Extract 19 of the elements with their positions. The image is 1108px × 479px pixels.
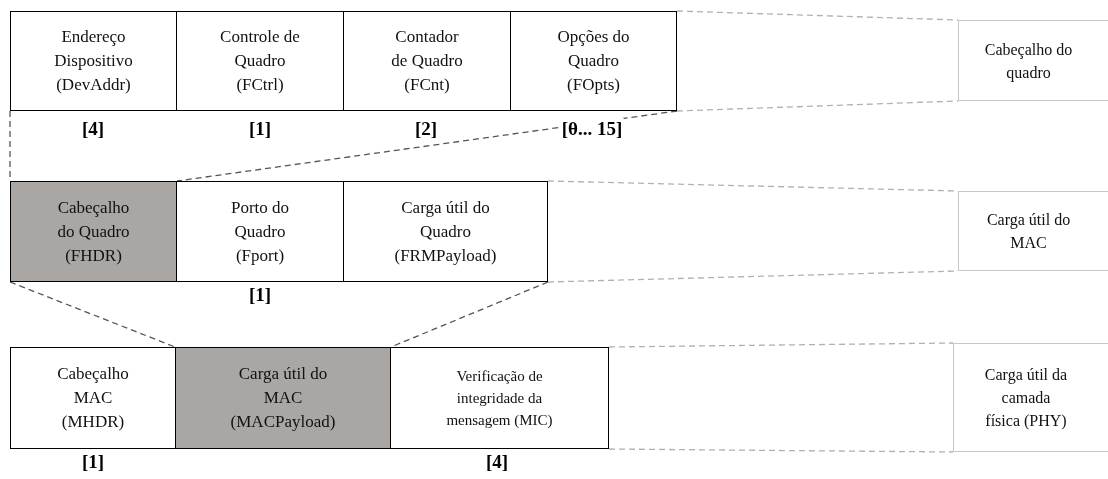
frame-field-cell: Opções do Quadro (FOpts)	[510, 11, 677, 111]
frame-field-cell: Controle de Quadro (FCtrl)	[176, 11, 344, 111]
dashed-line	[676, 100, 959, 112]
frame-field-cell: Contador de Quadro (FCnt)	[343, 11, 511, 111]
layer-label-box: Carga útil da camada física (PHY)	[953, 343, 1108, 452]
dashed-line	[676, 10, 959, 21]
layer-label-box: Cabeçalho do quadro	[958, 20, 1108, 101]
frame-field-cell: Carga útil do Quadro (FRMPayload)	[343, 181, 548, 282]
frame-field-cell: Endereço Dispositivo (DevAddr)	[10, 11, 177, 111]
frame-field-cell: Cabeçalho MAC (MHDR)	[10, 347, 176, 449]
frame-field-cell: Porto do Quadro (Fport)	[176, 181, 344, 282]
dashed-line	[608, 342, 954, 348]
byte-size-label: [θ... 15]	[560, 118, 624, 140]
dashed-line	[608, 448, 954, 453]
layer-label-box: Carga útil do MAC	[958, 191, 1108, 271]
frame-field-cell: Verificação de integridade da mensagem (MIC)	[390, 347, 609, 449]
dashed-line	[9, 281, 176, 348]
frame-field-cell: Cabeçalho do Quadro (FHDR)	[10, 181, 177, 282]
frame-field-cell: Carga útil do MAC (MACPayload)	[175, 347, 391, 449]
